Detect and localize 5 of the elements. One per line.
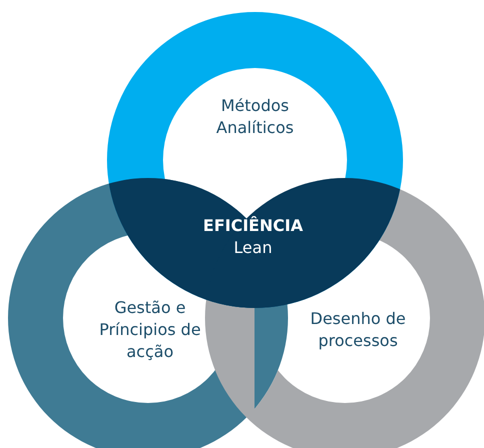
ring-label: Desenho de processos	[309, 308, 407, 352]
ring-label: Métodos Analíticos	[215, 95, 295, 139]
center-heading: EFICIÊNCIA	[202, 215, 304, 237]
ring-label: Gestão e Príncipios de acção	[98, 297, 202, 363]
center-label: Lean	[232, 237, 274, 259]
